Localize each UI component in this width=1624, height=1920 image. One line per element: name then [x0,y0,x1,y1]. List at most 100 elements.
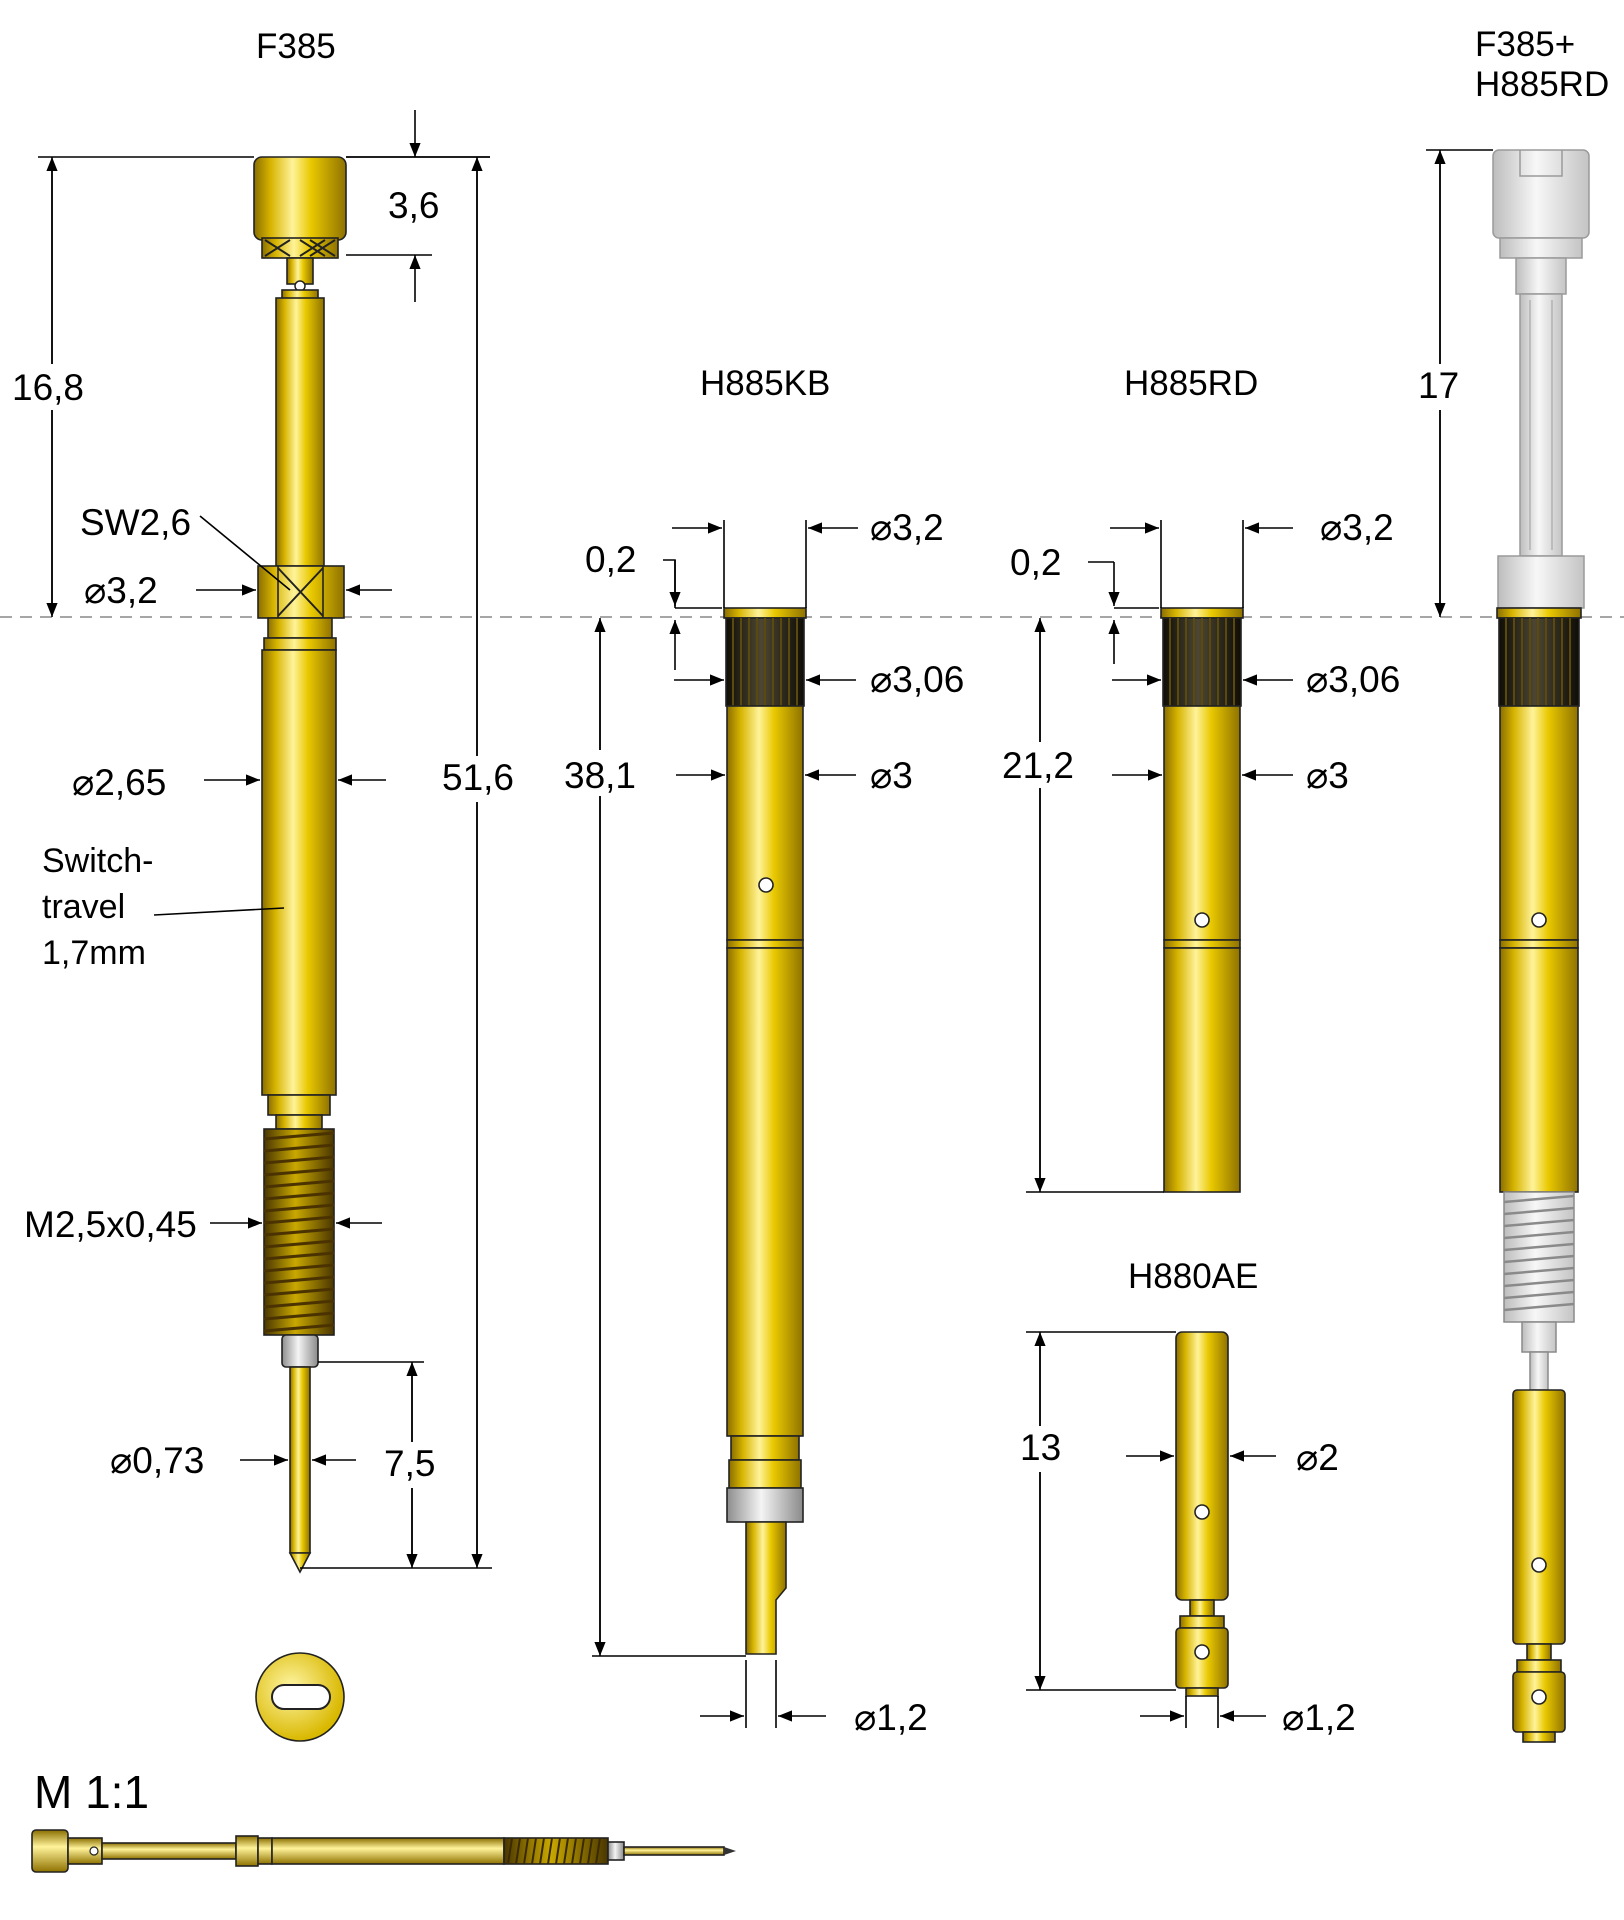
h885kb-body-upper [726,705,804,941]
scale-probe-head [31,1829,69,1873]
h880ae-receptacle: H880AE 13 ⌀2 ⌀1,2 [1016,1257,1356,1738]
scale-view: M 1:1 [31,1766,736,1873]
f385-ring [263,637,337,651]
h885kb-knurl-diameter-dim: ⌀3,06 [870,659,964,700]
h885rd-title: H885RD [1124,364,1258,403]
h885kb-hole [758,877,774,893]
f385-ring [267,617,333,639]
assembly-h880ae-tip [1522,1731,1556,1743]
scale-probe-hex [235,1835,259,1867]
assembly-body-upper [1499,705,1579,941]
f385-sleeve [281,1334,319,1368]
f385-hex-diameter-dim: ⌀3,2 [84,570,158,611]
f385-end-view-slot [271,1684,331,1710]
f385-plunger [289,1366,311,1554]
assembly-ghost-slot [1519,150,1563,177]
f385-barrel-end [267,1094,331,1116]
f385-upper-shaft [275,297,325,567]
h885rd-receptacle: H885RD 0,2 ⌀3,2 ⌀3,06 ⌀3 21,2 [996,364,1400,1193]
h885kb-collar-offset-dim: 0,2 [585,539,636,580]
f385-barrel [261,649,337,1096]
h885kb-receptacle: H885KB 0,2 ⌀3,2 ⌀3,06 ⌀3 [560,364,964,1738]
h880ae-tip-diameter-dim: ⌀1,2 [1282,1697,1356,1738]
assembly-ghost-neck [1515,257,1567,295]
h885rd-collar-diameter-dim: ⌀3,2 [1320,507,1394,548]
assembly-title-line1: F385+ [1475,25,1575,64]
f385-upper-length-dim: 16,8 [12,367,84,408]
scale-probe-thread-lines [507,1837,601,1865]
f385-head-height-dim: 3,6 [388,185,439,226]
h880ae-diameter-dim: ⌀2 [1296,1437,1339,1478]
f385-barrel-end [275,1114,323,1130]
h885kb-sleeve [726,1487,804,1523]
switch-travel-note: Switch- [42,842,153,880]
h885rd-joint [1163,939,1241,949]
assembly-ghost-hex [1497,555,1585,609]
assembly-f385-h885rd: F385+ H885RD 17 [1412,25,1609,1743]
h880ae-upper-body [1175,1331,1229,1601]
h880ae-length-dim: 13 [1020,1427,1061,1468]
h880ae-hole [1194,1504,1210,1520]
h880ae-neck [1189,1599,1215,1617]
h880ae-collar [1179,1615,1225,1629]
scale-probe-barrel [271,1837,505,1865]
assembly-h880ae-hole [1531,1689,1547,1705]
scale-probe-tip [724,1847,736,1855]
scale-probe-plunger [623,1846,725,1856]
scale-probe-sleeve [607,1841,625,1861]
f385-probe: F385 [12,27,516,1742]
assembly-ghost-shaft [1519,293,1563,557]
assembly-hole [1531,912,1547,928]
h885kb-knurl-lines [732,618,798,706]
h885kb-length-dim: 38,1 [564,755,636,796]
assembly-ghost-thread-lines [1503,1194,1575,1312]
f385-total-length-dim: 51,6 [442,757,514,798]
scale-probe-shaft [101,1842,237,1860]
f385-hex-cross [277,567,324,617]
h885kb-ring [730,1435,800,1461]
h880ae-hole [1194,1644,1210,1660]
scale-probe-hole [89,1846,99,1856]
f385-plunger-length-dim: 7,5 [384,1443,435,1484]
h885kb-collar [723,607,807,619]
assembly-ghost-head [1492,149,1590,239]
f385-title: F385 [256,27,336,66]
f385-thread-dim: M2,5x0,45 [24,1204,197,1245]
h885rd-collar [1160,607,1244,619]
scale-probe-ring [257,1837,273,1865]
h880ae-tip [1185,1687,1219,1697]
switch-travel-note: 1,7mm [42,934,146,972]
h885rd-knurl-diameter-dim: ⌀3,06 [1306,659,1400,700]
f385-wrench-size: SW2,6 [80,502,191,543]
f385-thread-lines [263,1131,335,1333]
h880ae-title: H880AE [1128,1257,1258,1296]
assembly-h880ae-collar [1516,1659,1562,1673]
assembly-height-dim: 17 [1418,365,1459,406]
f385-head [253,156,347,241]
assembly-body-lower [1499,947,1579,1193]
h885kb-ring [728,1459,802,1489]
assembly-knurl-lines [1505,618,1571,706]
assembly-joint [1499,939,1579,949]
h885rd-collar-offset-dim: 0,2 [1010,542,1061,583]
h885kb-collar-diameter-dim: ⌀3,2 [870,507,944,548]
h885kb-tip-diameter-dim: ⌀1,2 [854,1697,928,1738]
h885kb-tip [745,1521,787,1655]
f385-neck [286,257,314,285]
h885kb-joint [726,939,804,949]
assembly-collar [1496,607,1582,619]
h885kb-title: H885KB [700,364,830,403]
f385-plunger-diameter-dim: ⌀0,73 [110,1440,204,1481]
assembly-title-line2: H885RD [1475,65,1609,104]
assembly-h880ae-hole [1531,1557,1547,1573]
f385-barrel-diameter-dim: ⌀2,65 [72,762,166,803]
h885kb-body-lower [726,947,804,1437]
h885rd-length-dim: 21,2 [1002,745,1074,786]
h885rd-body-diameter-dim: ⌀3 [1306,755,1349,796]
f385-head-knurl-marks [264,239,336,257]
f385-plunger-tip [288,1552,312,1574]
scale-label: M 1:1 [34,1766,149,1818]
h885rd-body-lower [1163,947,1241,1193]
switch-travel-note: travel [42,888,125,926]
